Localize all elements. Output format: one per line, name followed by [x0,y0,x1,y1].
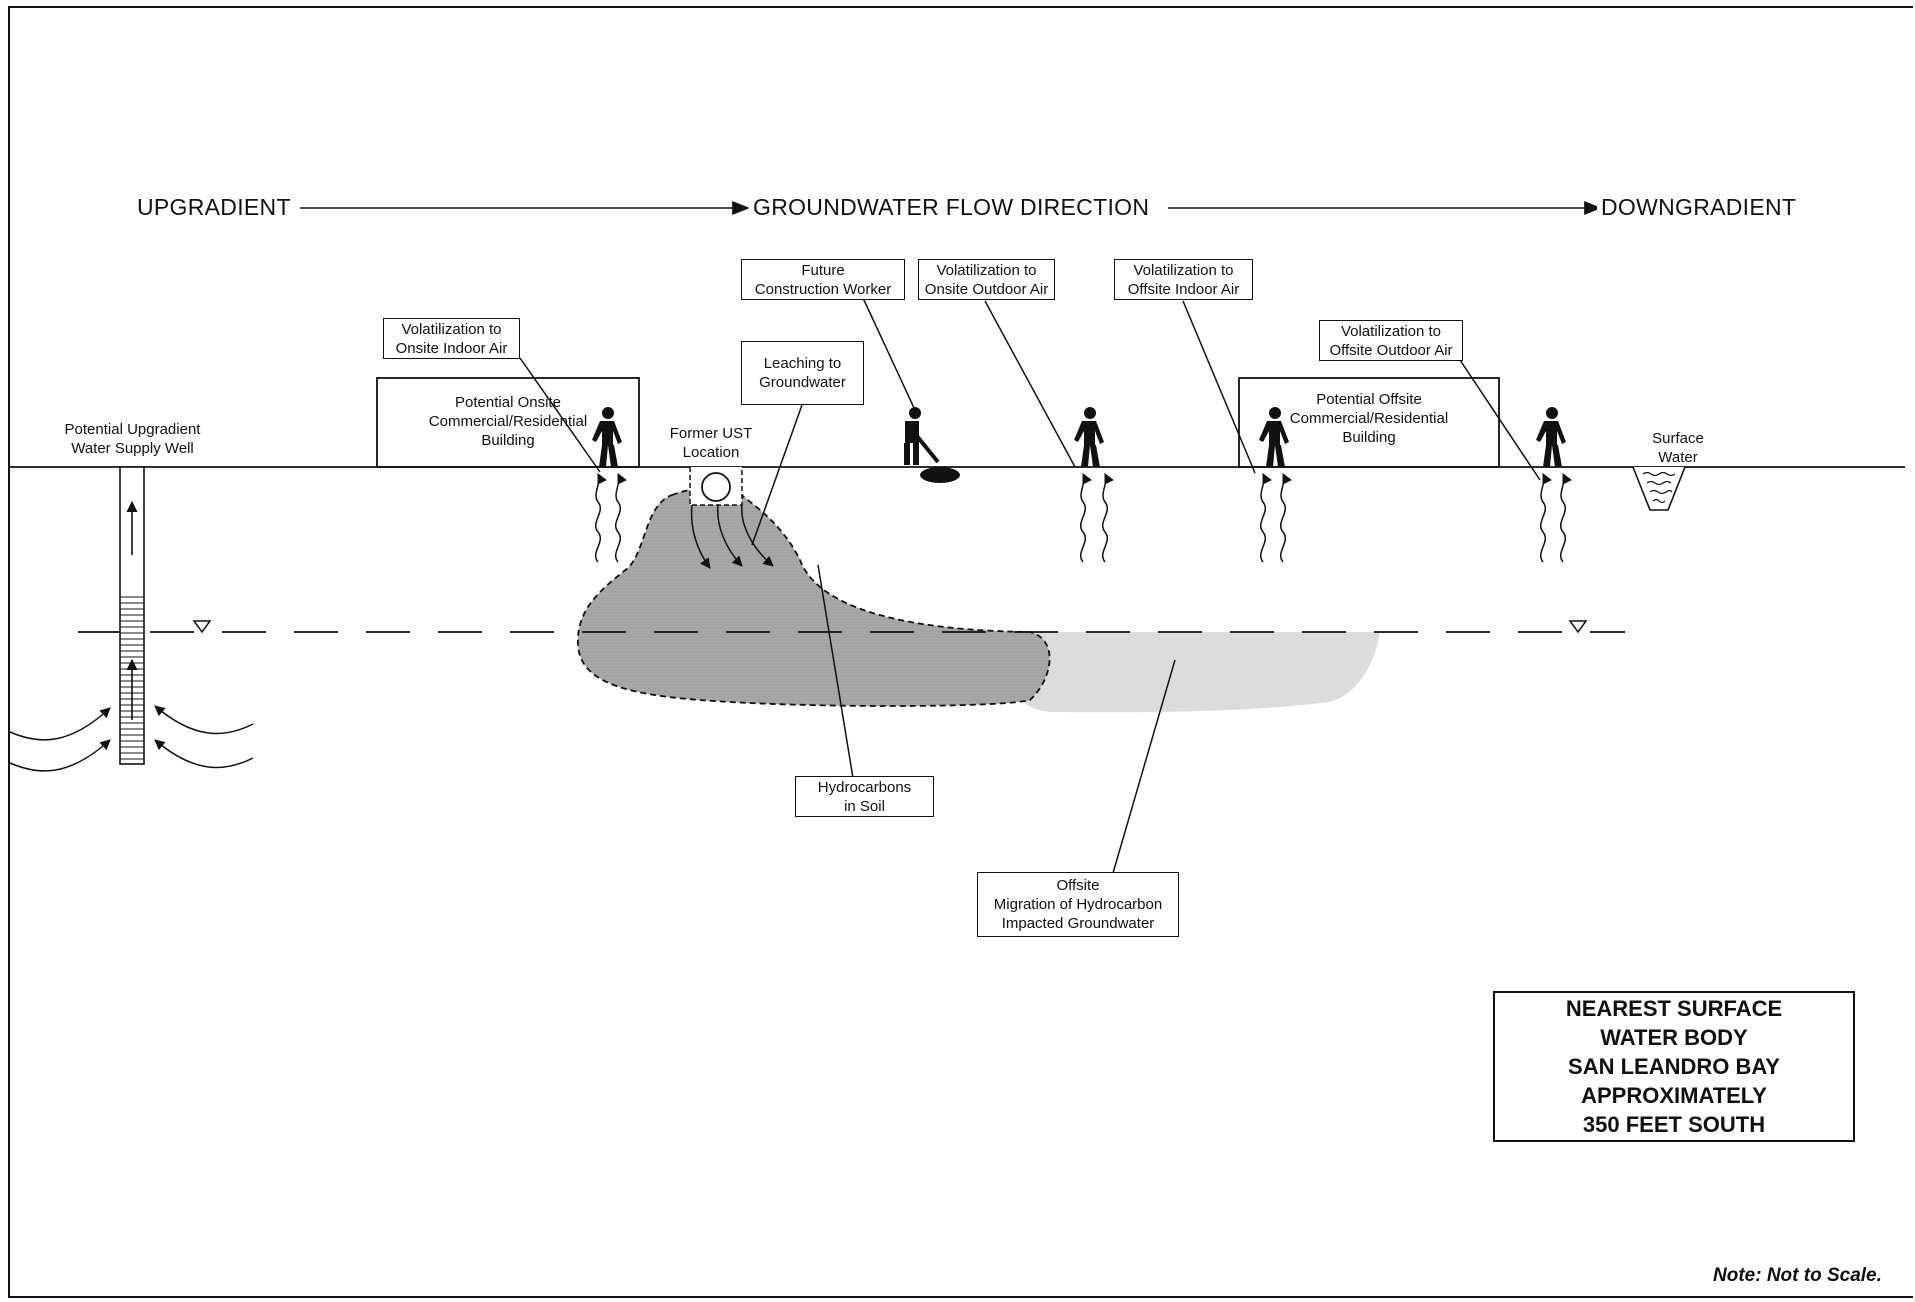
water-table-marker-icon [192,620,212,634]
person-icon [1074,407,1104,467]
water-table-marker-icon [1568,620,1588,634]
construction-worker-icon [904,407,960,483]
groundwater-plume [1010,632,1380,713]
diagram-frame [8,6,1913,1298]
upgradient-label: UPGRADIENT [133,194,295,221]
person-icon [592,407,622,467]
ust-tank-icon [689,467,774,569]
vapor-arrow-icon [595,473,627,563]
nearest-surface-water-box: NEAREST SURFACE WATER BODY SAN LEANDRO B… [1493,991,1855,1142]
water-supply-well [9,466,254,772]
downgradient-label: DOWNGRADIENT [1597,194,1801,221]
person-icon [1536,407,1566,467]
person-icon [1259,407,1289,467]
vapor-arrow-icon [1540,473,1572,563]
leader-lines [519,297,1541,874]
vapor-arrow-icon [1080,473,1114,563]
vapor-arrow-icon [1260,473,1292,563]
soil-plume [577,485,1051,707]
scale-note: Note: Not to Scale. [1713,1265,1882,1286]
flow-direction-label: GROUNDWATER FLOW DIRECTION [749,194,1154,221]
offsite-building [1238,377,1500,468]
onsite-building [376,377,640,468]
surface-water-icon [1632,466,1686,511]
